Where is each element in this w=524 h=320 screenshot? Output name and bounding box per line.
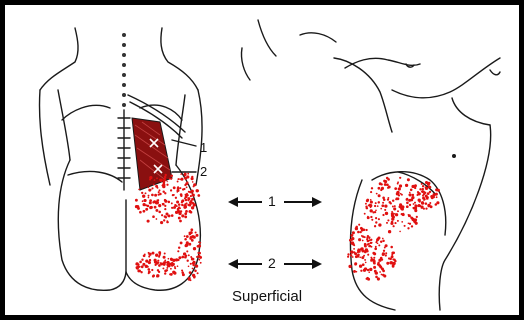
- image-border: [0, 0, 524, 320]
- diagram-canvas: 1 2 1 2 Superficial: [0, 0, 524, 320]
